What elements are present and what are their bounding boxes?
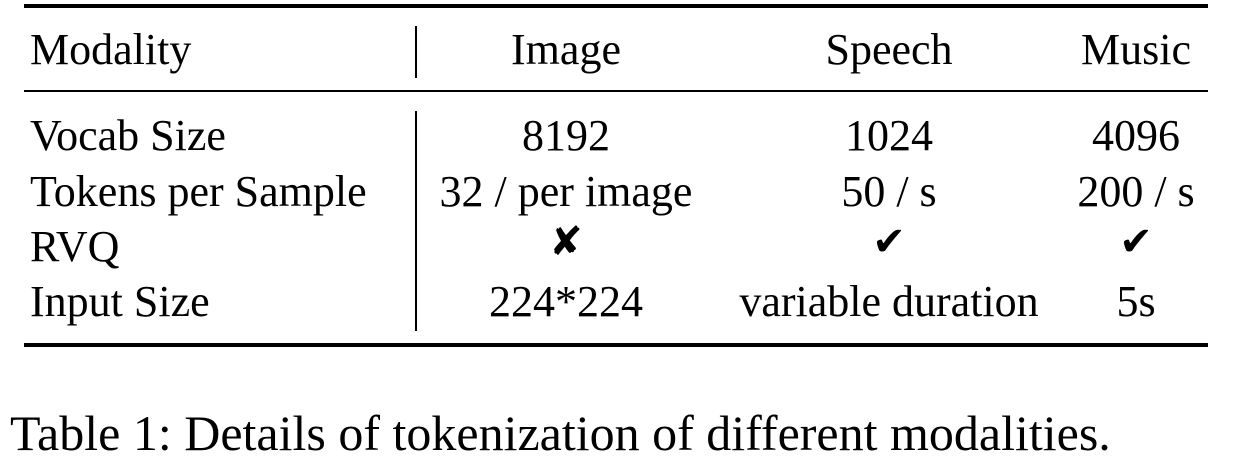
cross-mark-icon: ✘: [549, 219, 583, 265]
check-mark-icon: ✔: [1119, 219, 1153, 265]
cell-tokens-music: 200 / s: [1077, 167, 1195, 216]
row-label-tokens-per-sample: Tokens per Sample: [30, 167, 367, 216]
check-mark-icon: ✔: [872, 219, 906, 265]
header-image: Image: [511, 25, 621, 74]
cell-vocab-speech: 1024: [845, 111, 933, 160]
table-column-separator-body: [415, 111, 417, 331]
cell-vocab-image: 8192: [522, 111, 610, 160]
cell-tokens-image: 32 / per image: [439, 167, 693, 216]
cell-vocab-music: 4096: [1092, 111, 1180, 160]
table-header-rule: [24, 90, 1208, 92]
cell-input-music: 5s: [1116, 277, 1156, 326]
row-label-rvq: RVQ: [30, 222, 120, 271]
cell-tokens-speech: 50 / s: [841, 167, 937, 216]
header-modality: Modality: [30, 25, 192, 74]
cell-input-image: 224*224: [489, 277, 643, 326]
row-label-vocab-size: Vocab Size: [30, 111, 226, 160]
row-label-input-size: Input Size: [30, 277, 210, 326]
cell-input-speech: variable duration: [739, 277, 1039, 326]
table-caption: Table 1: Details of tokenization of diff…: [10, 405, 1111, 461]
table-column-separator-header: [415, 26, 417, 78]
header-music: Music: [1081, 25, 1191, 74]
table-top-rule: [24, 4, 1208, 8]
header-speech: Speech: [825, 25, 953, 74]
table-bottom-rule: [24, 343, 1208, 347]
